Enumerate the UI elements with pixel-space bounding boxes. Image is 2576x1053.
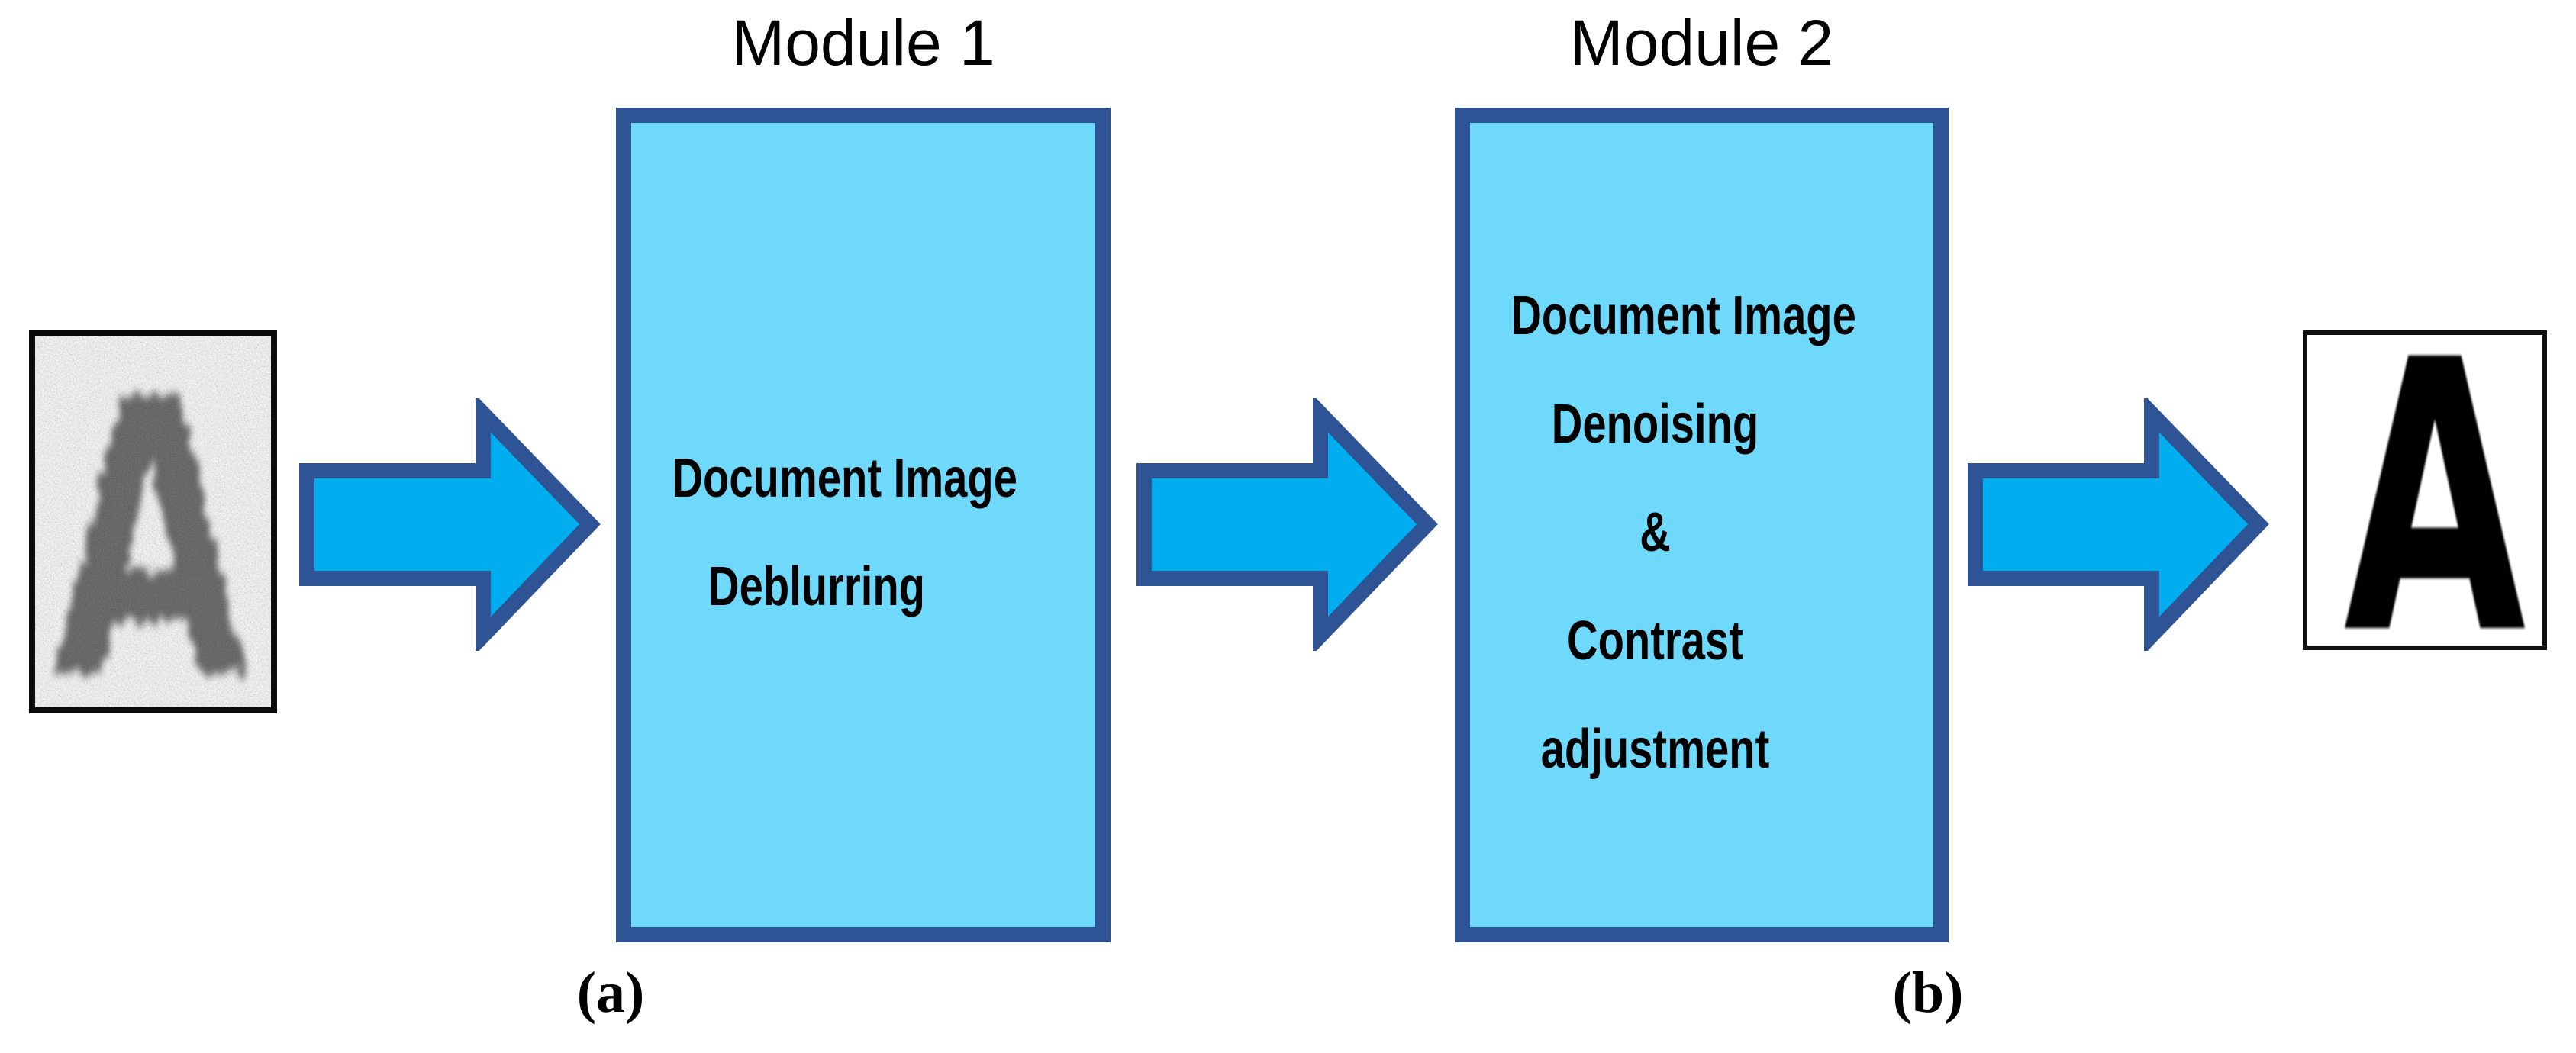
module-2-content: Document Image Denoising & Contrast adju… <box>1470 123 1933 927</box>
clean-letter: A <box>2343 335 2527 646</box>
module-2-line: Document Image <box>1510 285 1856 346</box>
subcaption-b: (b) <box>1892 961 1964 1025</box>
clean-output-image: A <box>2303 330 2547 650</box>
arrow-shape <box>1136 398 1438 651</box>
module-1-line: Deblurring <box>708 556 925 617</box>
module-2-title: Module 2 <box>1569 7 1834 79</box>
module-2-line: Contrast <box>1567 610 1743 671</box>
noise-overlay <box>35 336 271 707</box>
arrow-shape <box>299 398 601 651</box>
noisy-input-image: A <box>29 330 277 713</box>
flow-arrow-2 <box>1136 398 1438 651</box>
clean-background <box>2307 335 2542 646</box>
arrow-shape <box>1968 398 2269 651</box>
module-1-content: Document Image Deblurring <box>631 123 1095 927</box>
noisy-letter-graphic: A <box>35 336 271 707</box>
clean-letter-graphic: A <box>2307 335 2542 646</box>
module-1-line: Document Image <box>672 448 1017 509</box>
module-2-line: & <box>1639 502 1671 563</box>
flow-arrow-1 <box>299 398 601 651</box>
flow-arrow-3 <box>1968 398 2269 651</box>
module-1-box: Document Image Deblurring <box>616 108 1111 942</box>
subcaption-a: (a) <box>576 961 645 1025</box>
module-2-box: Document Image Denoising & Contrast adju… <box>1455 108 1949 942</box>
module-1-title: Module 1 <box>731 7 995 79</box>
module-2-line: Denoising <box>1551 394 1759 455</box>
module-2-line: adjustment <box>1540 719 1770 780</box>
